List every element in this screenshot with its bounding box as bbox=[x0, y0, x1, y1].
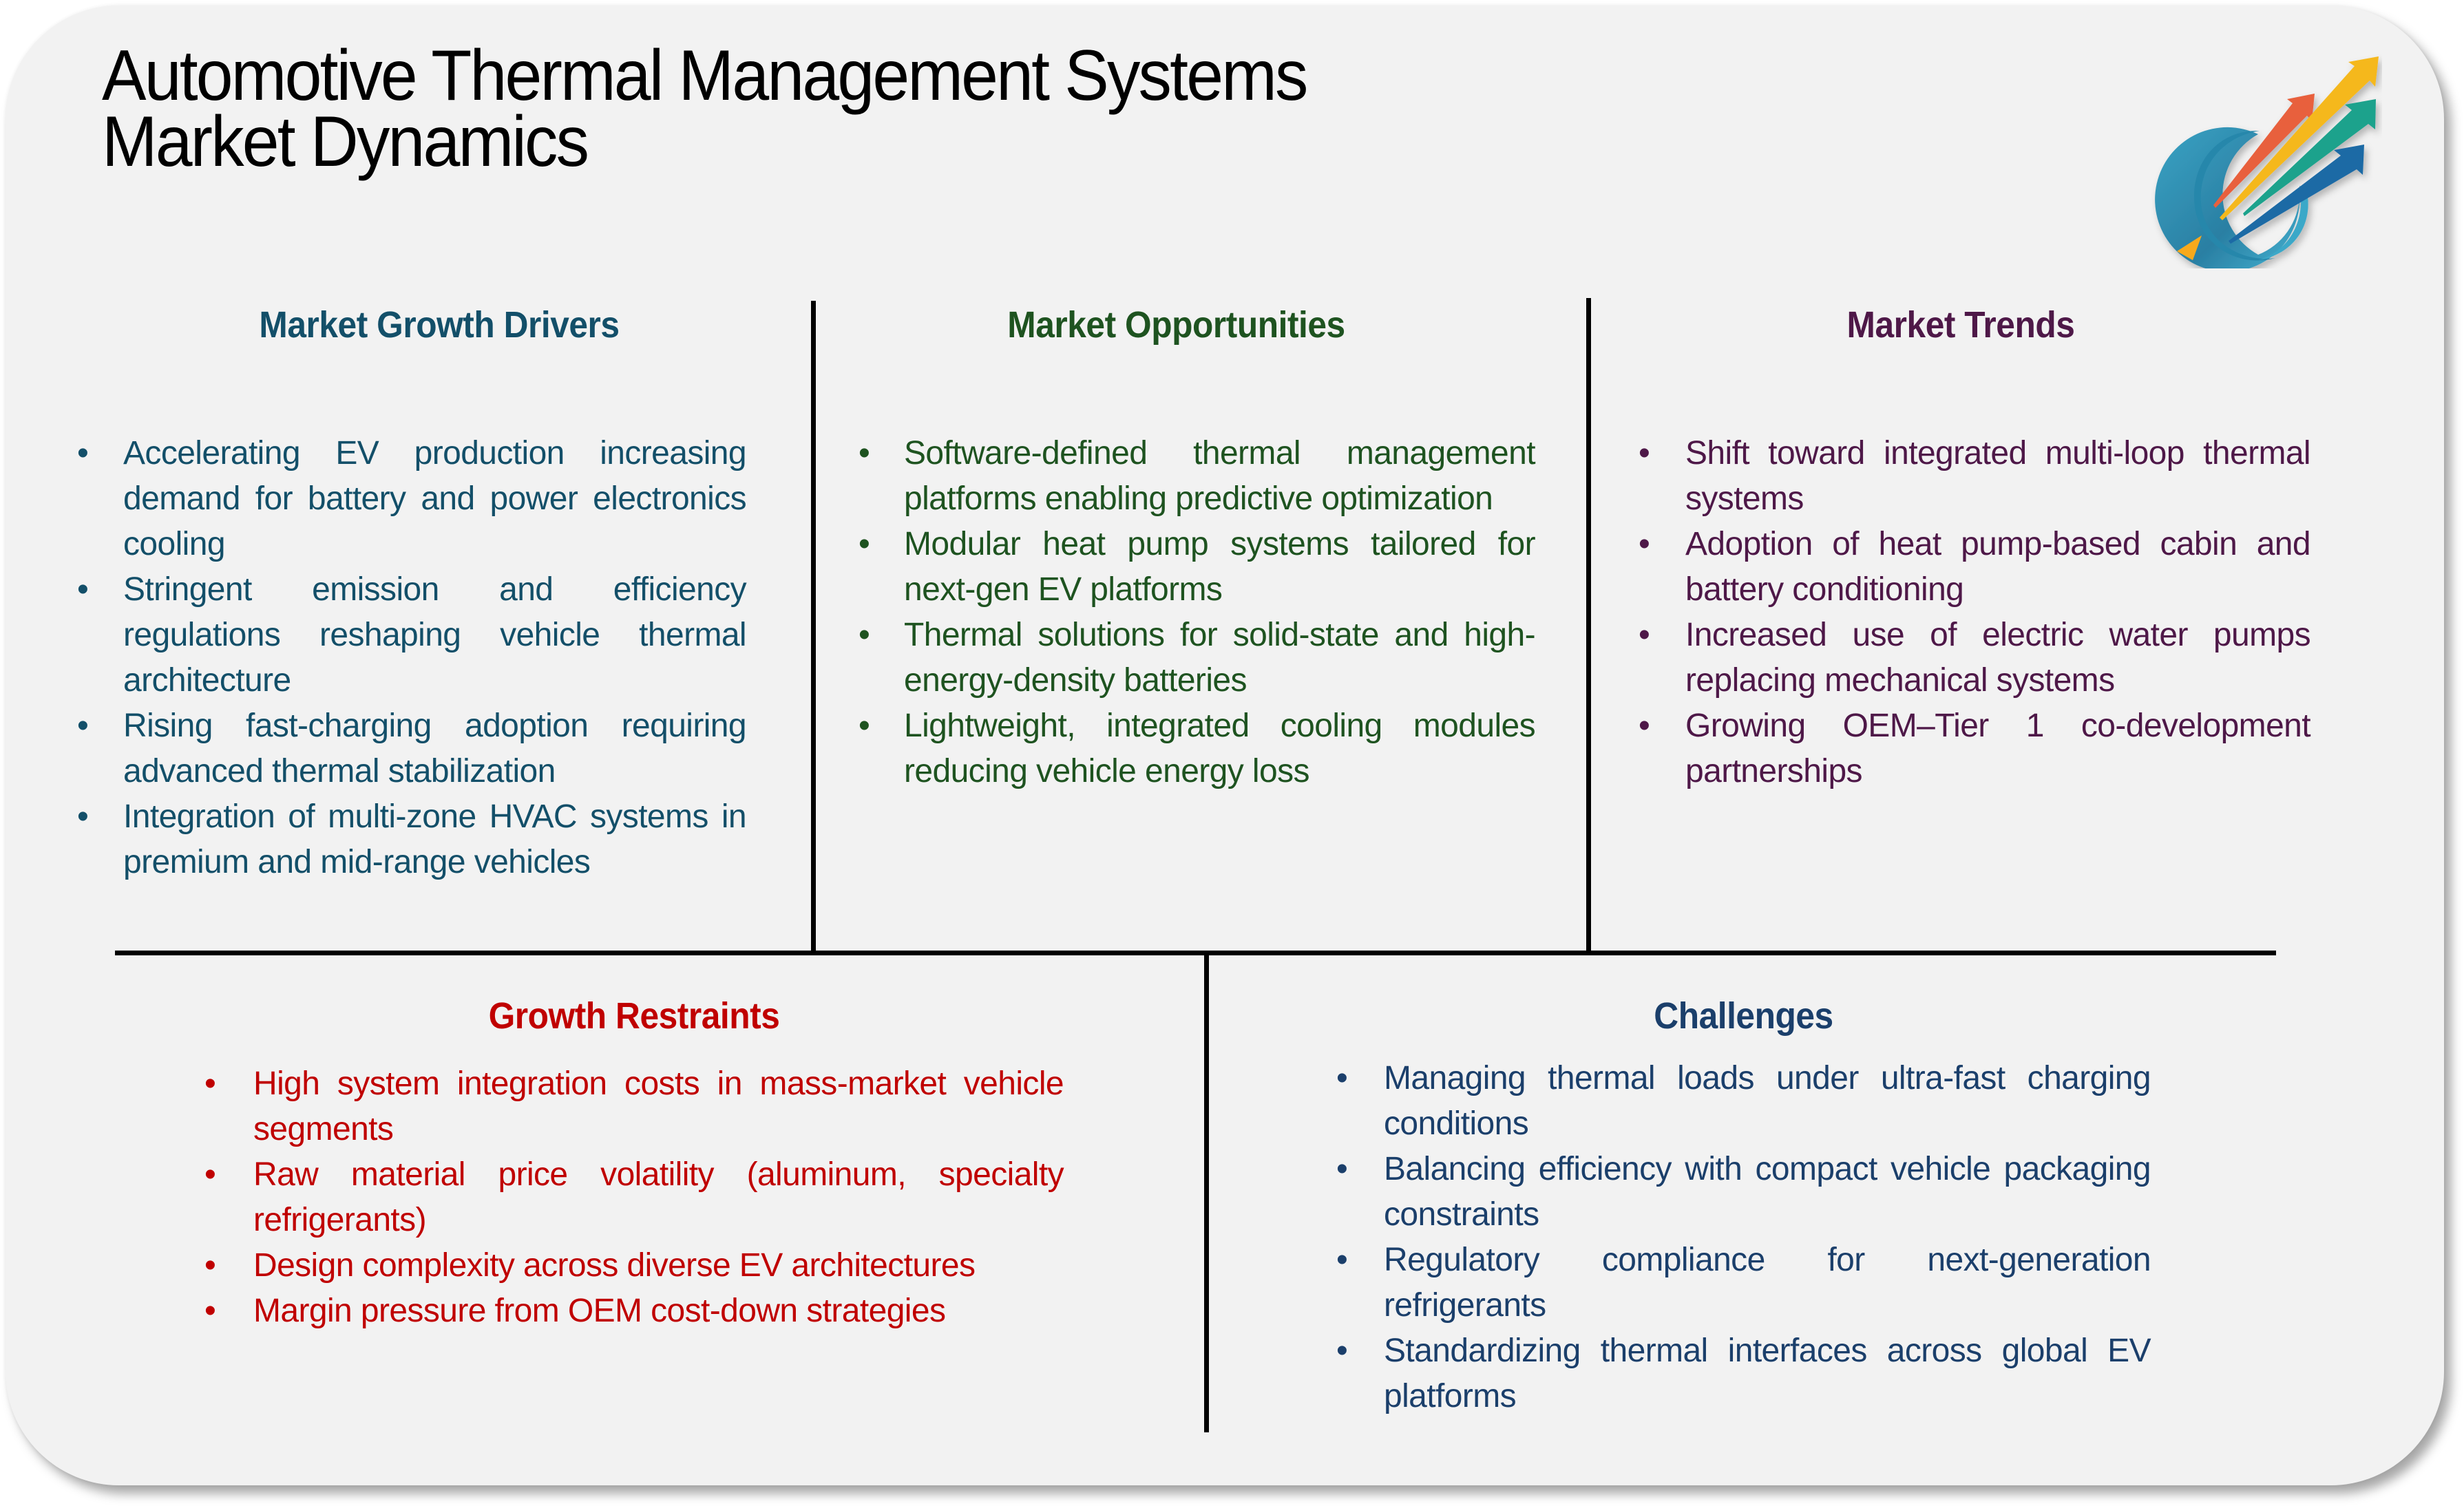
bullet-icon: • bbox=[77, 435, 89, 471]
growth-arrows-logo-icon bbox=[2134, 48, 2382, 272]
section-heading: Market Trends bbox=[1846, 304, 2075, 346]
bullet-icon: • bbox=[1639, 617, 1650, 653]
bullet-icon: • bbox=[1336, 1333, 1348, 1369]
list-item-text: Accelerating EV production increasing de… bbox=[123, 435, 747, 562]
bullet-icon: • bbox=[77, 708, 89, 744]
list-item: • Adoption of heat pump-based cabin and b… bbox=[1639, 522, 2311, 613]
bullet-icon: • bbox=[1639, 526, 1650, 562]
list-item-text: Managing thermal loads under ultra-fast … bbox=[1384, 1060, 2151, 1142]
market-growth-drivers-section: Market Growth Drivers • Accelerating EV p… bbox=[77, 303, 747, 885]
list-item: • Regulatory compliance for next-generati… bbox=[1336, 1238, 2151, 1328]
list-item: • High system integration costs in mass-m… bbox=[204, 1061, 1064, 1152]
bullet-icon: • bbox=[859, 526, 870, 562]
list-item-text: High system integration costs in mass-ma… bbox=[253, 1065, 1064, 1147]
list-item: • Standardizing thermal interfaces across… bbox=[1336, 1328, 2151, 1419]
page-title: Automotive Thermal Management Systems Ma… bbox=[102, 36, 1308, 182]
market-opportunities-section: Market Opportunities • Software-defined t… bbox=[859, 303, 1536, 794]
page-title-line-2: Market Dynamics bbox=[102, 102, 589, 182]
list-item: • Increased use of electric water pumps r… bbox=[1639, 613, 2311, 703]
bullet-icon: • bbox=[204, 1065, 216, 1102]
list-item: • Thermal solutions for solid-state and h… bbox=[859, 613, 1536, 703]
list-item: • Managing thermal loads under ultra-fast… bbox=[1336, 1056, 2151, 1147]
list-item-text: Margin pressure from OEM cost-down strat… bbox=[253, 1293, 946, 1329]
list-item-text: Modular heat pump systems tailored for n… bbox=[904, 526, 1536, 608]
list-item-text: Rising fast-charging adoption requiring … bbox=[123, 708, 747, 789]
bullet-list: • Shift toward integrated multi-loop ther… bbox=[1639, 431, 2311, 794]
list-item: • Lightweight, integrated cooling modules… bbox=[859, 703, 1536, 794]
column-divider-1 bbox=[811, 301, 816, 953]
list-item: • Integration of multi-zone HVAC systems … bbox=[77, 794, 747, 885]
bullet-icon: • bbox=[1639, 435, 1650, 471]
bullet-icon: • bbox=[1336, 1151, 1348, 1187]
list-item-text: Lightweight, integrated cooling modules … bbox=[904, 708, 1536, 789]
list-item-text: Stringent emission and efficiency regula… bbox=[123, 571, 747, 699]
bullet-icon: • bbox=[859, 708, 870, 744]
page-title-line-1: Automotive Thermal Management Systems bbox=[102, 36, 1308, 116]
bullet-icon: • bbox=[1336, 1242, 1348, 1278]
list-item-text: Regulatory compliance for next-generatio… bbox=[1384, 1242, 2151, 1324]
list-item: • Growing OEM–Tier 1 co-development partn… bbox=[1639, 703, 2311, 794]
growth-restraints-section: Growth Restraints • High system integrati… bbox=[204, 994, 1064, 1334]
bullet-icon: • bbox=[859, 617, 870, 653]
section-heading: Market Growth Drivers bbox=[259, 304, 620, 346]
list-item-text: Adoption of heat pump-based cabin and ba… bbox=[1685, 526, 2311, 608]
list-item-text: Thermal solutions for solid-state and hi… bbox=[904, 617, 1536, 699]
row-divider bbox=[115, 951, 2276, 955]
bullet-list: • High system integration costs in mass-m… bbox=[204, 1061, 1064, 1334]
list-item-text: Integration of multi-zone HVAC systems i… bbox=[123, 798, 747, 880]
bullet-icon: • bbox=[204, 1156, 216, 1193]
section-heading: Challenges bbox=[1654, 995, 1833, 1037]
list-item: • Accelerating EV production increasing d… bbox=[77, 431, 747, 567]
list-item: • Shift toward integrated multi-loop ther… bbox=[1639, 431, 2311, 522]
bullet-icon: • bbox=[1336, 1060, 1348, 1096]
bullet-list: • Accelerating EV production increasing d… bbox=[77, 431, 747, 885]
bullet-icon: • bbox=[859, 435, 870, 471]
bullet-icon: • bbox=[1639, 708, 1650, 744]
column-divider-bottom bbox=[1204, 955, 1209, 1432]
list-item-text: Shift toward integrated multi-loop therm… bbox=[1685, 435, 2311, 517]
bullet-icon: • bbox=[204, 1293, 216, 1329]
list-item: • Rising fast-charging adoption requiring… bbox=[77, 703, 747, 794]
list-item: • Balancing efficiency with compact vehic… bbox=[1336, 1147, 2151, 1238]
list-item: • Margin pressure from OEM cost-down stra… bbox=[204, 1288, 1064, 1334]
list-item-text: Growing OEM–Tier 1 co-development partne… bbox=[1685, 708, 2311, 789]
bullet-list: • Managing thermal loads under ultra-fast… bbox=[1336, 1056, 2151, 1419]
list-item-text: Balancing efficiency with compact vehicl… bbox=[1384, 1151, 2151, 1233]
section-heading: Market Opportunities bbox=[1007, 304, 1345, 346]
bullet-icon: • bbox=[77, 798, 89, 835]
list-item: • Design complexity across diverse EV arc… bbox=[204, 1243, 1064, 1288]
market-trends-section: Market Trends • Shift toward integrated m… bbox=[1639, 303, 2311, 794]
list-item-text: Standardizing thermal interfaces across … bbox=[1384, 1333, 2151, 1414]
market-dynamics-card bbox=[6, 6, 2444, 1485]
list-item: • Raw material price volatility (aluminum… bbox=[204, 1152, 1064, 1243]
column-divider-2 bbox=[1586, 298, 1591, 953]
challenges-section: Challenges • Managing thermal loads under… bbox=[1336, 994, 2151, 1419]
bullet-icon: • bbox=[77, 571, 89, 608]
list-item-text: Increased use of electric water pumps re… bbox=[1685, 617, 2311, 699]
bullet-icon: • bbox=[204, 1247, 216, 1284]
list-item-text: Software-defined thermal management plat… bbox=[904, 435, 1536, 517]
list-item-text: Design complexity across diverse EV arch… bbox=[253, 1247, 976, 1284]
list-item: • Software-defined thermal management pla… bbox=[859, 431, 1536, 522]
bullet-list: • Software-defined thermal management pla… bbox=[859, 431, 1536, 794]
list-item-text: Raw material price volatility (aluminum,… bbox=[253, 1156, 1064, 1238]
list-item: • Modular heat pump systems tailored for … bbox=[859, 522, 1536, 613]
section-heading: Growth Restraints bbox=[488, 995, 780, 1037]
list-item: • Stringent emission and efficiency regul… bbox=[77, 567, 747, 703]
